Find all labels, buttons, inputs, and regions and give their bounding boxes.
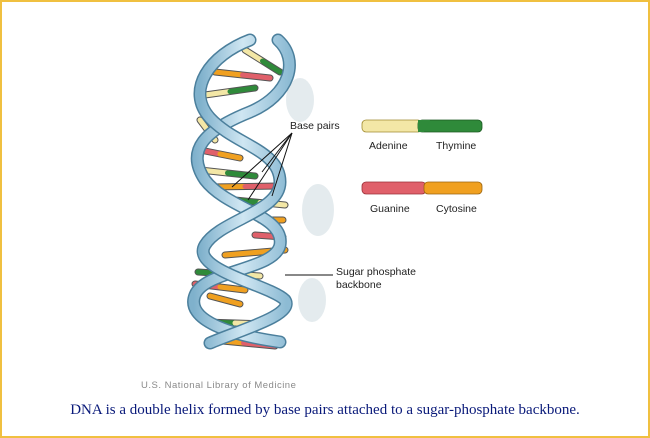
base-pair-rung-2-right <box>240 72 273 81</box>
base-pair-rung-14-left <box>207 293 228 303</box>
legend-guanine-cytosine: Guanine Cytosine <box>361 181 483 215</box>
base-pair-rung-6-right <box>225 170 258 179</box>
base-pair-rung-13-right <box>217 284 248 293</box>
sugar-phosphate-backbone <box>187 33 296 350</box>
legend-adenine-thymine: Adenine Thymine <box>361 119 483 152</box>
base-pair-rung-11-left <box>222 250 258 258</box>
base-pair-rung-2-left <box>212 69 245 78</box>
base-pair-rung-14-right <box>222 297 243 307</box>
legend-adenine-label: Adenine <box>369 140 408 152</box>
sugar-phosphate-label-line2: backbone <box>336 279 382 291</box>
credit-text: U.S. National Library of Medicine <box>141 380 297 391</box>
base-pair-rung-3-right <box>227 85 258 94</box>
sugar-phosphate-label-line1: Sugar phosphate <box>336 266 416 278</box>
helix-shadow <box>286 78 334 322</box>
base-pair-rung-1-right <box>260 58 283 75</box>
base-pair-rung-1-left <box>242 47 265 64</box>
legend-cytosine-label: Cytosine <box>436 203 477 215</box>
figure-caption: DNA is a double helix formed by base pai… <box>70 402 580 418</box>
base-pair-rung-3-left <box>202 89 233 98</box>
label-pointers <box>231 132 333 276</box>
legend-guanine-label: Guanine <box>370 203 410 215</box>
base-pairs-label: Base pairs <box>290 120 340 132</box>
base-pair-rung-5-right <box>217 151 243 161</box>
legend-thymine-label: Thymine <box>436 140 476 152</box>
